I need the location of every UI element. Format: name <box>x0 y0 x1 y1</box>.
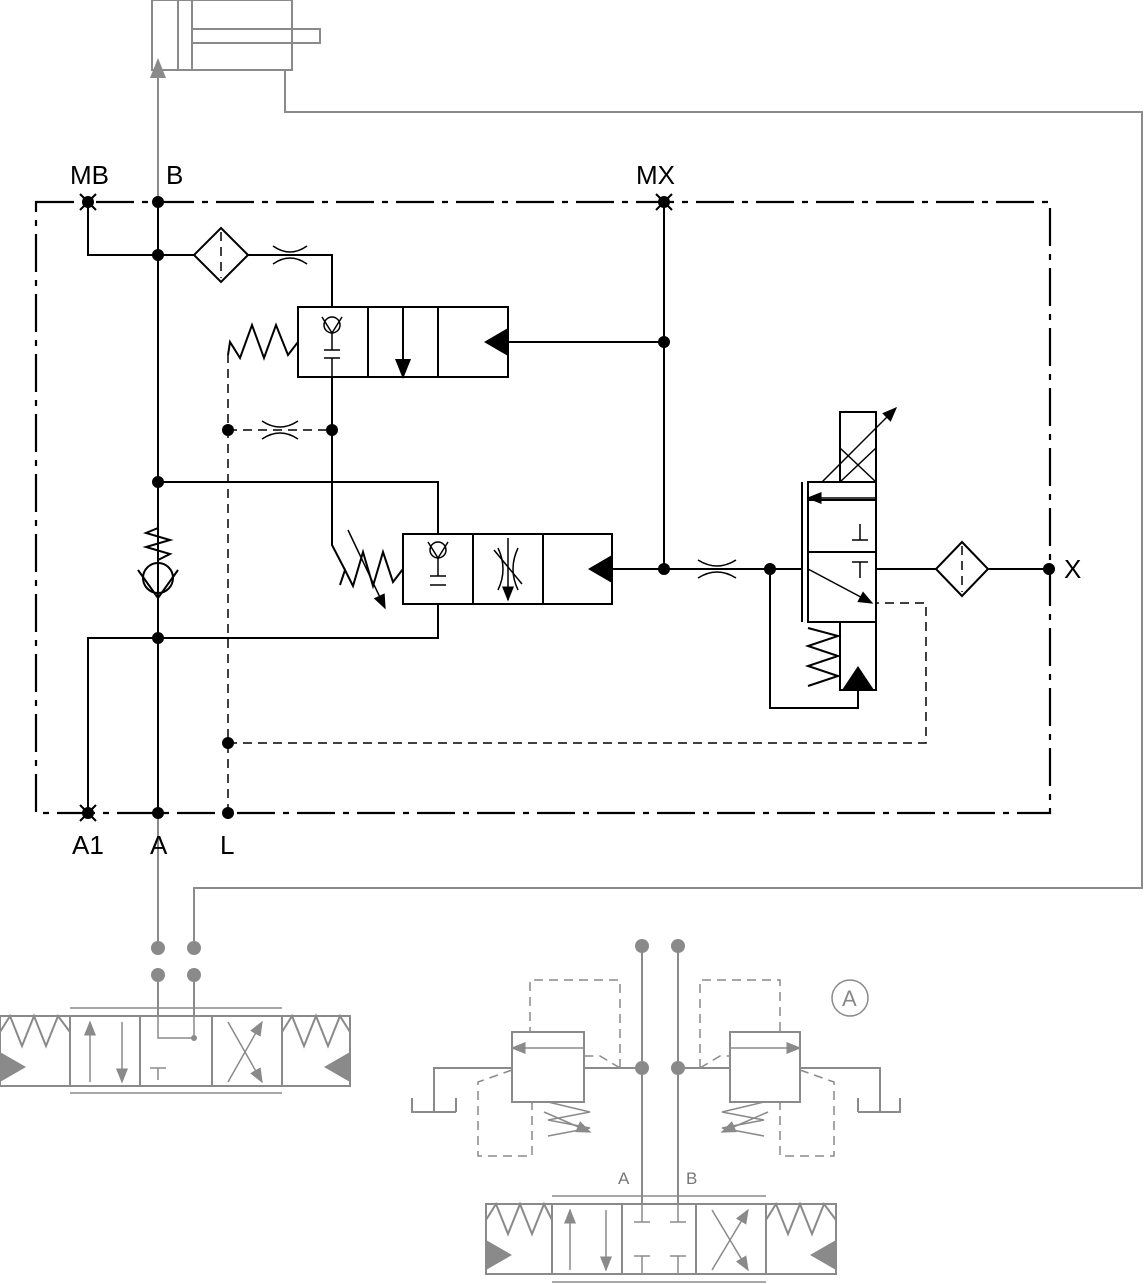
port-label-mx: MX <box>636 160 675 190</box>
port-label-b: B <box>166 160 183 190</box>
filter-x-line <box>934 540 990 598</box>
port-markers <box>79 193 673 822</box>
hydraulic-cylinder <box>151 0 321 71</box>
proportional-pilot-valve <box>801 406 898 691</box>
upper-valve-spring <box>227 322 299 361</box>
port-label-mb: MB <box>70 160 109 190</box>
line-label-a: A <box>618 1169 630 1188</box>
upper-logic-valve <box>297 306 509 379</box>
pilot-valve-spring <box>804 627 842 687</box>
junction-dots <box>82 196 1055 819</box>
port-label-x: X <box>1064 554 1081 584</box>
orifice-upper <box>272 245 308 265</box>
filter-upper <box>192 226 250 284</box>
port-label-a: A <box>150 830 168 860</box>
directional-valve-left <box>0 941 351 1094</box>
pressure-lines <box>87 202 1049 813</box>
circuit-label-circle-a: A <box>842 986 857 1011</box>
directional-valve-right <box>485 1195 837 1283</box>
valve-block-boundary <box>34 200 1052 815</box>
line-label-b: B <box>686 1169 697 1188</box>
check-valve <box>137 527 179 600</box>
lower-logic-valve <box>402 533 613 605</box>
cylinder-lines <box>150 58 1143 948</box>
relief-valve-circuit <box>411 939 901 1204</box>
orifice-pilot <box>261 420 299 440</box>
lower-valve-adjustable-spring <box>339 529 404 610</box>
port-label-l: L <box>220 830 234 860</box>
orifice-control <box>697 559 737 579</box>
port-label-a1: A1 <box>72 830 104 860</box>
